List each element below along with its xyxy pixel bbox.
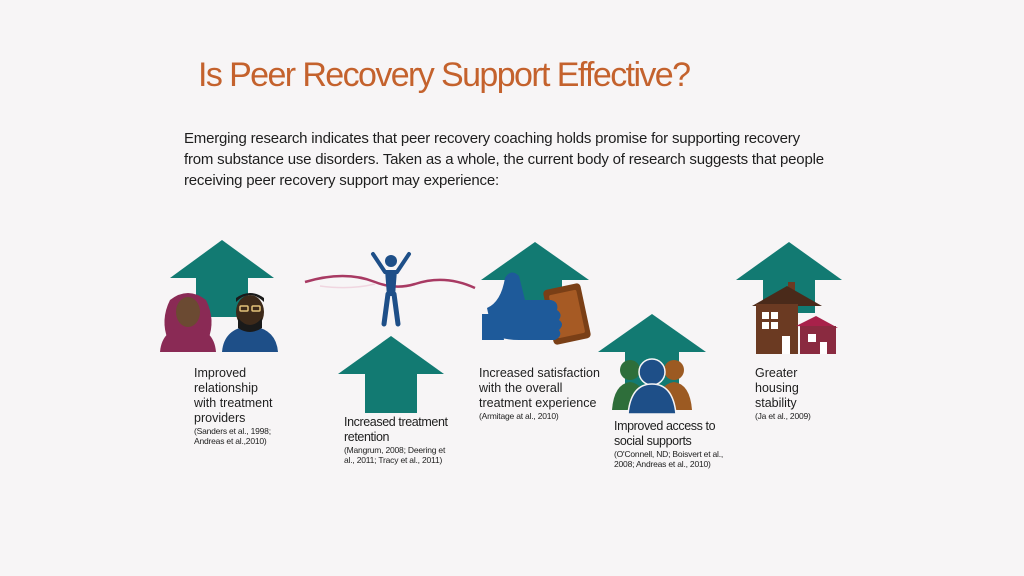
up-arrow-icon [338,336,444,413]
slide-title: Is Peer Recovery Support Effective? [198,56,691,94]
people-icon [160,293,278,352]
outcome-title: Increased satisfaction with the overall … [479,366,600,410]
outcome-label: Increased treatment retention (Mangrum, … [344,415,462,465]
group-icon [612,358,692,415]
outcome-title: Greater housing stability [755,366,799,410]
runner-icon [304,252,476,327]
outcome-label: Improved access to social supports (O'Co… [614,419,724,469]
thumbs-up-icon [482,272,591,345]
outcome-citation: (O'Connell, ND; Boisvert et al., 2008; A… [614,449,724,469]
outcome-citation: (Sanders et al., 1998; Andreas et al.,20… [194,426,271,446]
outcome-citation: (Ja et al., 2009) [755,411,811,421]
outcome-citation: (Armitage at al., 2010) [479,411,559,421]
outcome-label: Improved relationship with treatment pro… [194,366,278,446]
outcome-label: Greater housing stability (Ja et al., 20… [755,366,819,421]
outcome-title: Increased treatment retention [344,415,448,444]
house-icon [752,282,838,354]
intro-paragraph: Emerging research indicates that peer re… [184,130,824,189]
outcome-citation: (Mangrum, 2008; Deering et al., 2011; Tr… [344,445,446,465]
outcome-label: Increased satisfaction with the overall … [479,366,603,421]
outcome-title: Improved relationship with treatment pro… [194,366,273,425]
outcome-title: Improved access to social supports [614,419,716,448]
